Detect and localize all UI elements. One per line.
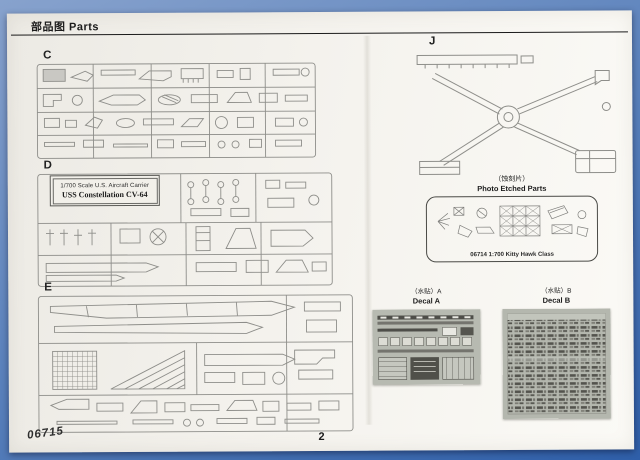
- photo-etched-caption: 06714 1:700 Kitty Hawk Class: [470, 251, 555, 259]
- manual-page: 部品图 Parts C: [6, 10, 635, 453]
- kit-nameplate: 1/700 Scale U.S. Aircraft Carrier USS Co…: [49, 174, 160, 207]
- sprue-e-label: E: [44, 281, 52, 294]
- photo-etched-box: 06714 1:700 Kitty Hawk Class: [425, 195, 599, 263]
- photo-etched-graphic: [437, 205, 589, 238]
- sprue-e-graphic: [37, 294, 354, 433]
- kit-nameplate-inner: 1/700 Scale U.S. Aircraft Carrier USS Co…: [52, 177, 158, 204]
- nameplate-scale-text: 1/700 Scale U.S. Aircraft Carrier: [60, 182, 150, 189]
- photo-etched-section: （蚀刻片） Photo Etched Parts: [425, 175, 599, 263]
- page-title: 部品图 Parts: [30, 21, 100, 34]
- sprue-c-section: C: [35, 48, 326, 166]
- photo-etched-label-en: Photo Etched Parts: [477, 183, 547, 194]
- decal-b-label-en: Decal B: [542, 295, 571, 305]
- sprue-d-section: D: [36, 158, 339, 292]
- sprue-c-label: C: [43, 49, 52, 62]
- sprue-e-section: E: [36, 280, 362, 440]
- sprue-j-label: J: [428, 35, 436, 48]
- sprue-d-label: D: [43, 159, 52, 172]
- decal-a-sheet: [372, 309, 481, 385]
- sprue-c-graphic: [36, 62, 317, 159]
- sprue-d-graphic: [37, 172, 333, 287]
- decal-a-label-en: Decal A: [412, 296, 441, 306]
- decal-a-section: （水贴）A Decal A: [370, 287, 483, 390]
- decal-b-section: （水贴）B Decal B: [500, 286, 613, 424]
- decal-b-sheet: [502, 308, 611, 420]
- nameplate-ship-name: USS Constellation CV-64: [61, 189, 148, 199]
- sprue-j-section: J: [399, 34, 625, 187]
- page-number: 2: [318, 430, 325, 444]
- sprue-j-graphic: [416, 54, 617, 175]
